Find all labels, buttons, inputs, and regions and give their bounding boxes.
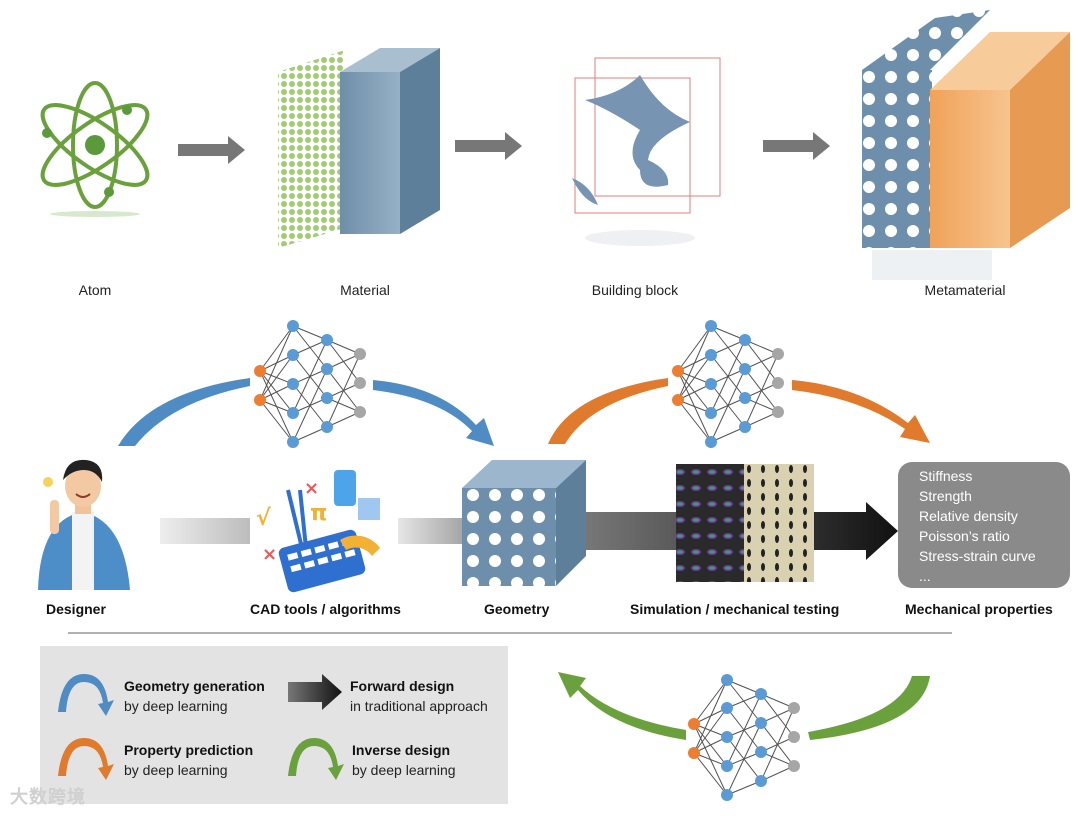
legend-forward-design-sub: in traditional approach (350, 698, 488, 714)
property-item: ... (919, 568, 931, 584)
mechanical-properties-label: Mechanical properties (905, 601, 1053, 617)
legend-inverse-design-sub: by deep learning (352, 762, 456, 778)
inverse-design-arrow-left (558, 672, 686, 740)
property-item: Poisson’s ratio (919, 528, 1010, 544)
connector-designer-cad (160, 518, 250, 544)
material-block-icon (278, 48, 440, 248)
inverse-design-arrow-right (808, 676, 930, 740)
connector-cad-geometry (398, 518, 468, 544)
property-prediction-arrow-right (792, 380, 930, 443)
simulation-label: Simulation / mechanical testing (630, 601, 840, 617)
arrow-atom-to-material (178, 136, 245, 164)
building-block-label: Building block (591, 282, 679, 298)
legend-geometry-generation-sub: by deep learning (124, 698, 228, 714)
cad-tools-icon: √ π × × (256, 470, 380, 593)
blue-curved-arrow-icon (58, 674, 114, 716)
legend-panel: Geometry generation by deep learning For… (40, 646, 508, 804)
legend-property-prediction-title: Property prediction (124, 742, 254, 758)
svg-text:π: π (310, 501, 327, 526)
geometry-generation-arrow-right (373, 380, 494, 446)
legend-inverse-design-title: Inverse design (352, 742, 451, 758)
designer-label: Designer (46, 601, 106, 617)
cad-label: CAD tools / algorithms (250, 601, 401, 617)
metamaterial-block-icon (862, 10, 1070, 280)
property-prediction-arrow-left (548, 378, 668, 444)
atom-label: Atom (78, 282, 112, 298)
geometry-generation-arrow-left (118, 378, 250, 446)
neural-network-icon (688, 674, 800, 801)
geometry-lattice-cube-icon (462, 460, 586, 586)
neural-network-icon (254, 320, 366, 448)
legend-forward-design-title: Forward design (350, 678, 455, 694)
svg-text:×: × (304, 478, 319, 499)
legend-property-prediction-sub: by deep learning (124, 762, 228, 778)
building-block-icon (572, 57, 721, 246)
svg-text:√: √ (256, 506, 271, 531)
legend-icons (58, 674, 344, 780)
watermark: 大数跨境 (10, 787, 86, 807)
simulation-image (676, 464, 814, 582)
property-item: Strength (919, 488, 972, 504)
legend-geometry-generation-title: Geometry generation (124, 678, 265, 694)
metamaterial-label: Metamaterial (924, 282, 1006, 298)
mechanical-properties-box: Stiffness Strength Relative density Pois… (898, 462, 1070, 588)
dark-arrow-icon (288, 674, 342, 710)
neural-network-icon (672, 320, 784, 448)
property-item: Relative density (919, 508, 1018, 524)
arrow-block-to-metamaterial (763, 132, 830, 160)
arrow-material-to-block (455, 132, 522, 160)
designer-avatar (38, 459, 130, 590)
svg-text:×: × (262, 544, 277, 565)
green-curved-arrow-icon (288, 738, 344, 780)
material-label: Material (340, 282, 390, 298)
property-item: Stiffness (919, 468, 973, 484)
orange-curved-arrow-icon (58, 738, 114, 780)
atom-icon (40, 81, 150, 217)
property-item: Stress-strain curve (919, 548, 1036, 564)
geometry-label: Geometry (484, 601, 550, 617)
